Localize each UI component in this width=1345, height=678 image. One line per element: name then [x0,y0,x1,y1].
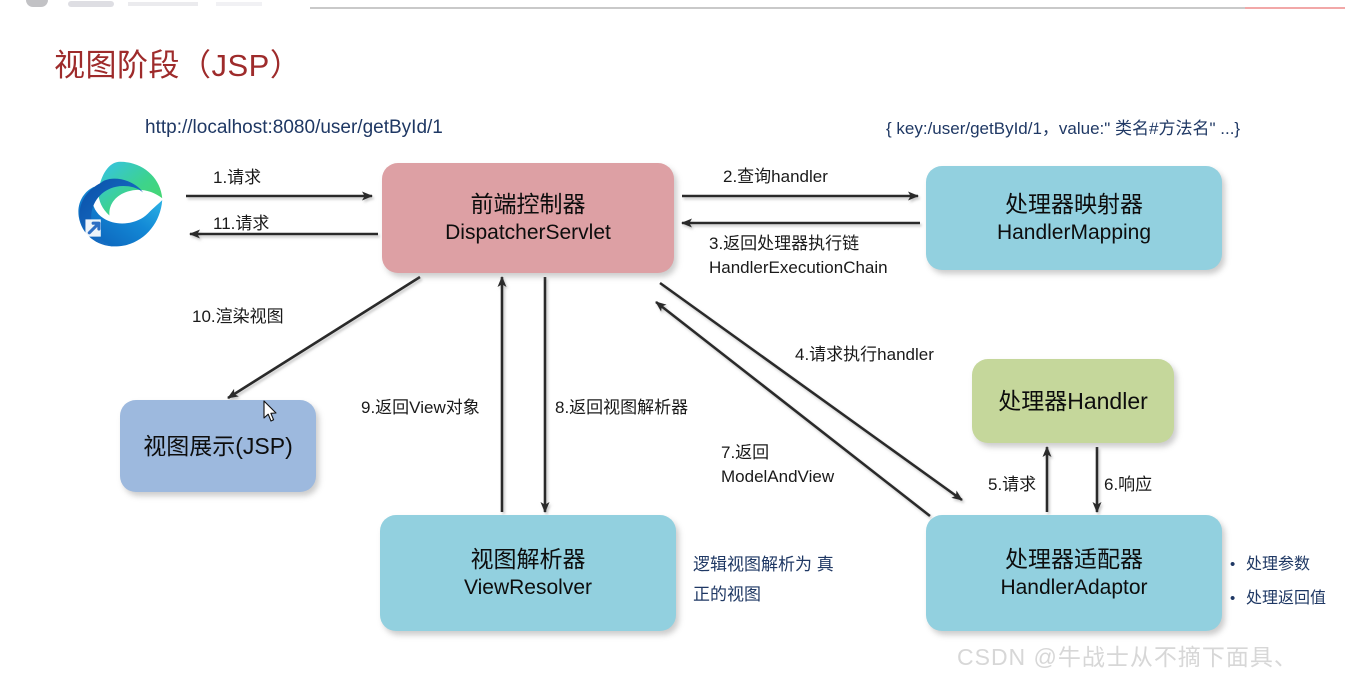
arrow-label-3-line1: 3.返回处理器执行链 [709,234,860,253]
arrow-label-6: 6.响应 [1104,475,1153,494]
node-view-jsp-cn: 视图展示(JSP) [143,433,293,459]
arrow-10-render-view [227,275,421,400]
chrome-divider [310,7,1345,9]
chrome-ghost-tab [68,1,114,7]
request-url-annotation: http://localhost:8080/user/getById/1 [145,117,443,138]
arrow-label-8: 8.返回视图解析器 [555,398,689,417]
page-title: 视图阶段（JSP） [54,48,302,83]
node-dispatcher-servlet-en: DispatcherServlet [445,221,611,244]
arrow-label-3-line2: HandlerExecutionChain [709,258,888,277]
chrome-ghost-icon [26,0,48,7]
handler-adaptor-bullets: 处理参数 处理返回值 [1230,548,1326,616]
csdn-watermark: CSDN @牛战士从不摘下面具、 [957,644,1298,670]
node-dispatcher-servlet[interactable]: 前端控制器 DispatcherServlet [382,163,674,273]
node-handler[interactable]: 处理器Handler [972,359,1174,443]
node-view-resolver-en: ViewResolver [464,576,592,599]
node-handler-adaptor-en: HandlerAdaptor [1000,576,1148,599]
arrow-label-7: 7.返回 ModelAndView [721,441,834,489]
node-handler-mapping[interactable]: 处理器映射器 HandlerMapping [926,166,1222,270]
mouse-cursor-icon [263,400,277,422]
node-view-resolver-cn: 视图解析器 [470,546,586,572]
chrome-ghost-item-1 [128,2,198,6]
bullet-item-1: 处理返回值 [1230,582,1326,616]
node-handler-mapping-cn: 处理器映射器 [1005,191,1143,217]
arrow-label-2: 2.查询handler [723,167,828,186]
node-handler-adaptor[interactable]: 处理器适配器 HandlerAdaptor [926,515,1222,631]
view-resolve-note: 逻辑视图解析为 真正的视图 [693,555,834,604]
chrome-ghost-item-2 [216,2,262,6]
node-handler-cn: 处理器Handler [998,388,1148,414]
arrow-label-4: 4.请求执行handler [795,345,934,364]
arrow-label-9: 9.返回View对象 [361,398,480,417]
node-handler-mapping-en: HandlerMapping [996,221,1152,244]
arrow-label-3: 3.返回处理器执行链 HandlerExecutionChain [709,232,888,280]
node-dispatcher-servlet-cn: 前端控制器 [470,191,586,217]
arrow-label-10: 10.渲染视图 [192,307,284,326]
node-view-jsp[interactable]: 视图展示(JSP) [120,400,316,492]
top-chrome-strip [0,0,1345,9]
arrow-label-1: 1.请求 [213,168,262,187]
arrow-label-5: 5.请求 [988,475,1037,494]
chrome-accent-divider [1245,7,1345,9]
node-view-resolver[interactable]: 视图解析器 ViewResolver [380,515,676,631]
node-handler-adaptor-cn: 处理器适配器 [1005,546,1143,572]
arrow-label-11: 11.请求 [213,214,270,233]
bullet-item-0: 处理参数 [1230,548,1326,582]
arrow-label-7-line2: ModelAndView [721,467,835,486]
arrow-label-7-line1: 7.返回 [721,443,770,462]
edge-browser-icon [78,161,163,247]
handler-mapping-keyvalue-annotation: { key:/user/getById/1，value:" 类名#方法名" ..… [886,119,1241,138]
